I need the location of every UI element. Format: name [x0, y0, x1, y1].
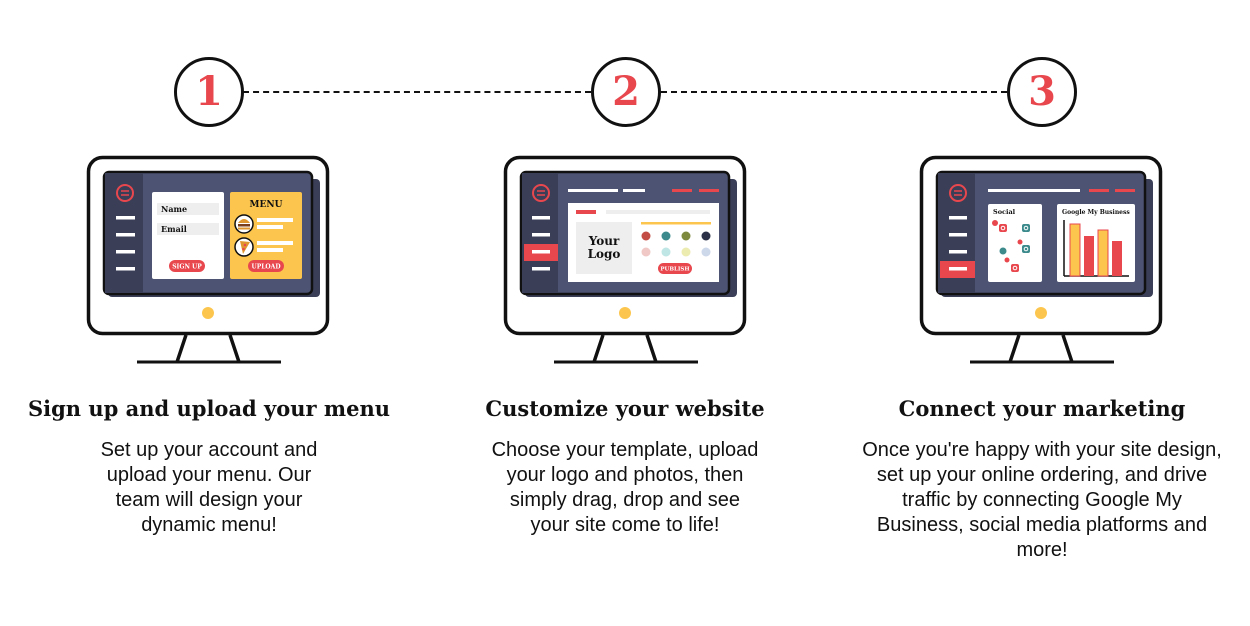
- instagram-icon: [1022, 245, 1030, 253]
- step-3-description: Once you're happy with your site design,…: [862, 439, 1222, 561]
- heart-icon: [1004, 257, 1010, 263]
- connector-1-2: [243, 91, 591, 93]
- email-field-label: Email: [161, 224, 187, 234]
- logo-placeholder[interactable]: [576, 222, 632, 274]
- social-panel-title: Social: [993, 208, 1016, 216]
- heart-icon: [992, 220, 998, 226]
- pizza-icon: [234, 237, 254, 257]
- step-1-monitor-illustration: Name Email SIGN UP MENU UPLOAD: [86, 155, 330, 364]
- step-3-circle: 3: [1007, 57, 1077, 127]
- power-light: [619, 307, 631, 319]
- color-swatch[interactable]: [641, 231, 651, 241]
- gmb-panel-title: Google My Business: [1062, 209, 1130, 216]
- step-2-circle: 2: [591, 57, 661, 127]
- color-swatch[interactable]: [701, 231, 711, 241]
- burger-icon: [234, 214, 254, 234]
- instagram-icon: [999, 224, 1007, 232]
- signup-button[interactable]: [169, 260, 205, 272]
- color-swatch[interactable]: [681, 231, 691, 241]
- chat-bubble-icon: [116, 184, 134, 202]
- name-field-label: Name: [161, 204, 187, 214]
- upload-button-label: UPLOAD: [251, 264, 280, 271]
- step-2-number: 2: [612, 68, 640, 115]
- chat-bubble-icon: [532, 184, 550, 202]
- logo-text-line-1: Your: [588, 234, 620, 248]
- color-swatch[interactable]: [661, 247, 671, 257]
- publish-button[interactable]: [658, 263, 692, 274]
- power-light: [1035, 307, 1047, 319]
- step-1-circle: 1: [174, 57, 244, 127]
- color-swatch[interactable]: [681, 247, 691, 257]
- step-2-title: Customize your website: [485, 396, 765, 421]
- heart-icon: [1017, 239, 1023, 245]
- menu-title: MENU: [250, 200, 283, 210]
- power-light: [202, 307, 214, 319]
- connector-2-3: [661, 91, 1007, 93]
- instagram-icon: [1011, 264, 1019, 272]
- step-1-number: 1: [195, 68, 223, 115]
- step-1-title: Sign up and upload your menu: [27, 396, 391, 421]
- step-3-number: 3: [1028, 68, 1056, 115]
- color-swatch[interactable]: [701, 247, 711, 257]
- logo-text-line-2: Logo: [588, 247, 621, 261]
- step-1-description: Set up your account and upload your menu…: [100, 439, 318, 536]
- instagram-icon: [1022, 224, 1030, 232]
- step-2-description: Choose your template, upload your logo a…: [491, 439, 759, 536]
- step-2-monitor-illustration: Your Logo PUBLISH: [503, 155, 747, 364]
- step-3-monitor-illustration: Social Google My Business: [919, 155, 1163, 364]
- upload-button[interactable]: [248, 260, 284, 272]
- color-swatch[interactable]: [661, 231, 671, 241]
- publish-button-label: PUBLISH: [660, 267, 689, 273]
- chat-bubble-icon: [949, 184, 967, 202]
- twitter-icon: [999, 247, 1007, 255]
- signup-button-label: SIGN UP: [172, 264, 202, 271]
- color-swatch[interactable]: [641, 247, 651, 257]
- step-3-title: Connect your marketing: [898, 396, 1186, 421]
